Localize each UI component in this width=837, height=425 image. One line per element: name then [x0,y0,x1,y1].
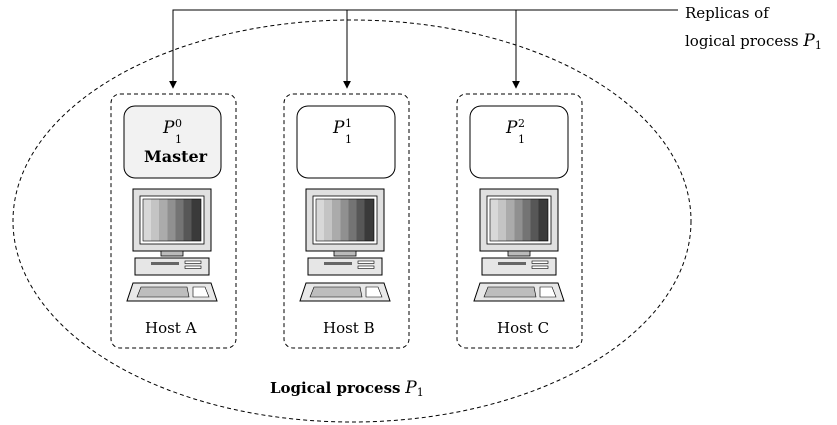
host-b-boundary [283,93,410,349]
logical-process-prefix: Logical process [270,379,401,397]
logical-process-symbol: P [405,378,417,398]
master-role-label: Master [144,147,208,166]
replicas-label-symbol: P [803,31,815,51]
replicas-label-line2: logical process P1 [685,32,822,55]
logical-process-sub: 1 [416,386,424,399]
replicas-label-line1: Replicas of [685,4,769,22]
host-a-label: Host A [145,319,197,337]
process-box-master [123,105,222,179]
host-c-boundary [456,93,583,349]
host-b-label: Host B [323,319,375,337]
host-c-label: Host C [497,319,550,337]
computer-icon-c [473,188,565,302]
host-a-boundary [110,93,237,349]
replica-connector [169,9,678,89]
replicas-label-prefix: logical process [685,32,799,50]
computer-icon-a [126,188,218,302]
process-box-replica-1 [296,105,396,179]
replicas-label-sub: 1 [814,39,822,52]
process-box-replica-2 [469,105,569,179]
logical-process-label: Logical process P1 [270,379,424,402]
computer-icon-b [299,188,391,302]
logical-process-boundary [12,19,692,423]
